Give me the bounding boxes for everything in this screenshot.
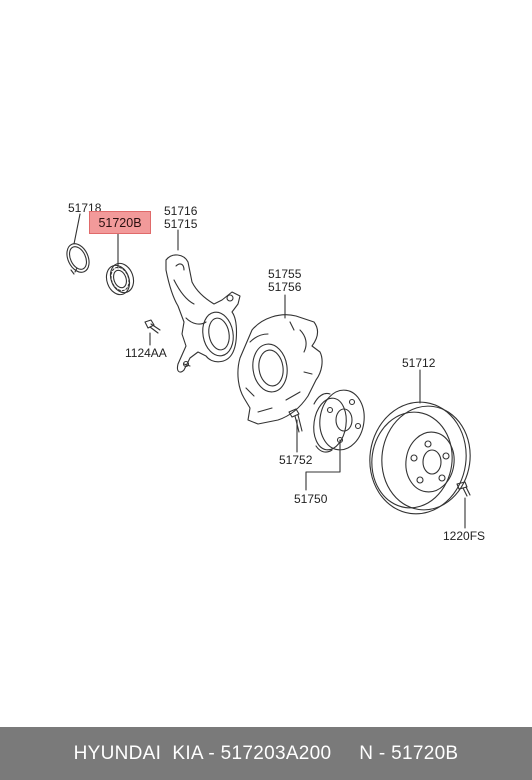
label-brake-disc: 51712 (402, 356, 436, 370)
wheel-bearing-drawing (105, 262, 135, 296)
label-knuckle-b: 51715 (164, 217, 198, 231)
highlighted-part-label: 51720B (89, 211, 151, 234)
wheel-hub-drawing (313, 389, 365, 453)
label-hub-bolt: 51752 (279, 453, 313, 467)
steering-knuckle-drawing (165, 254, 241, 373)
leader-line-snap-ring (73, 213, 81, 245)
label-disc-screw: 1220FS (443, 529, 486, 543)
label-group-dust-cover: 51755 51756 (268, 268, 301, 294)
label-knuckle-a: 51716 (164, 204, 198, 218)
exploded-parts-diagram: 51718 51720B 51716 51715 1124AA 51755 51… (66, 202, 486, 543)
knuckle-bolt-drawing (144, 319, 161, 334)
label-group-knuckle: 51716 51715 (164, 205, 197, 231)
brake-disc-drawing (369, 401, 471, 515)
label-wheel-bearing: 51720B (98, 215, 142, 230)
label-wheel-hub: 51750 (294, 492, 328, 506)
part-number-caption: HYUNDAI KIA - 517203A200 N - 51720B (73, 742, 459, 764)
parts-drawing (66, 213, 471, 529)
label-dust-cover-b: 51756 (268, 280, 302, 294)
hub-bolt-drawing (288, 408, 303, 433)
leader-line-hub (305, 439, 341, 491)
footer-bar: HYUNDAI KIA - 517203A200 N - 51720B (0, 727, 532, 780)
dust-cover-drawing (237, 314, 323, 425)
label-knuckle-bolt: 1124AA (125, 346, 167, 360)
disc-screw-drawing (456, 481, 471, 497)
snap-ring-drawing (66, 243, 90, 275)
label-dust-cover-a: 51755 (268, 267, 302, 281)
